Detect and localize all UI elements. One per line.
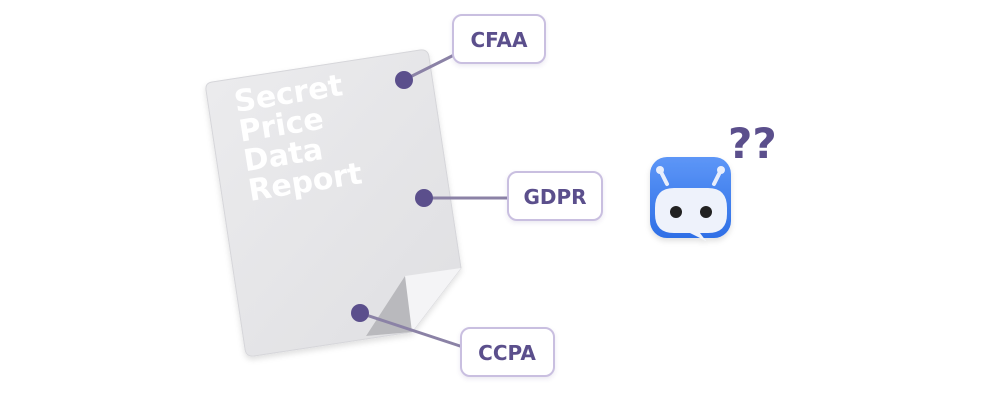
ccpa-connector (359, 311, 464, 349)
regulation-tag-ccpa: CCPA (460, 327, 555, 377)
robot-antenna-right (712, 170, 722, 186)
regulation-tag-gdpr: GDPR (507, 171, 603, 221)
gdpr-connector-dot (415, 189, 433, 207)
regulation-tag-label: CFAA (470, 28, 528, 52)
cfaa-connector-dot (395, 71, 413, 89)
robot-face (655, 188, 727, 241)
cfaa-connector (403, 52, 457, 82)
question-marks: ?? (728, 119, 777, 168)
document-fold-shadow (366, 276, 412, 336)
robot-eye-left (670, 206, 682, 218)
secret-document (205, 49, 462, 357)
robot-icon (650, 157, 731, 241)
regulation-tag-box (460, 327, 555, 377)
regulation-tag-box (507, 171, 603, 221)
regulation-tag-box (452, 14, 546, 64)
regulation-tag-label: GDPR (523, 185, 586, 209)
robot-antenna-left-tip (656, 166, 664, 174)
regulation-tag-label: CCPA (478, 341, 536, 365)
regulation-tag-cfaa: CFAA (452, 14, 546, 64)
document-page (205, 49, 462, 357)
robot-antenna-right-tip (717, 166, 725, 174)
ccpa-connector-dot (351, 304, 369, 322)
robot-antenna-left (659, 170, 669, 186)
robot-eye-right (700, 206, 712, 218)
